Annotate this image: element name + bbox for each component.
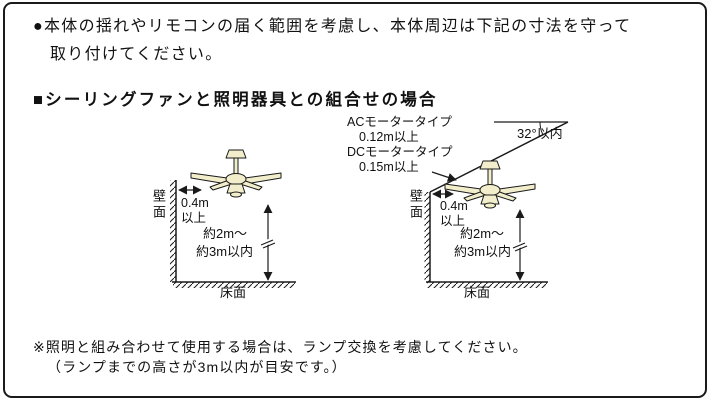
ac-motor-type-label: ACモータータイプ xyxy=(347,115,452,129)
left-height-range-line-2: 約3m以内 xyxy=(196,244,254,259)
motor-note-arrow xyxy=(431,171,457,182)
right-dimension-break-tick-1 xyxy=(512,242,526,249)
intro-line-1-text: 本体の揺れやリモコンの届く範囲を考慮し、本体周辺は下記の寸法を守って xyxy=(43,18,632,35)
left-wall-clearance-suffix: 以上 xyxy=(181,211,207,225)
right-height-range-line-2: 約3m以内 xyxy=(454,244,512,259)
right-wall-hatch xyxy=(424,192,430,282)
right-floor-hatch xyxy=(427,282,547,288)
dc-motor-type-value: 0.15m以上 xyxy=(359,160,419,174)
right-wall-clearance-suffix: 以上 xyxy=(440,214,466,228)
angle-arc xyxy=(539,121,544,136)
diagram-area: 壁面 0.4m 以上 約2m～ 約3m以内 床面 ACモータータイプ 0.12m… xyxy=(0,110,710,322)
dc-motor-type-label: DCモータータイプ xyxy=(347,145,453,159)
footnote: ※照明と組み合わせて使用する場合は、ランプ交換を考慮してください。 （ランプまで… xyxy=(33,337,528,378)
right-wall-label: 壁面 xyxy=(408,189,423,221)
left-floor-label: 床面 xyxy=(220,285,247,300)
left-wall-clearance-value: 0.4m xyxy=(181,196,209,210)
right-diagram-graphics xyxy=(424,121,569,288)
footnote-line-1: ※照明と組み合わせて使用する場合は、ランプ交換を考慮してください。 xyxy=(33,339,528,355)
intro-line-2: 取り付けてください。 xyxy=(50,45,223,63)
left-ceiling-fan-illustration xyxy=(190,149,282,198)
right-dimension-break-tick-2 xyxy=(514,245,528,252)
intro-text: ●本体の揺れやリモコンの届く範囲を考慮し、本体周辺は下記の寸法を守って 取り付け… xyxy=(33,13,631,68)
left-dimension-break-tick-1 xyxy=(260,239,274,246)
footnote-line-2: （ランプまでの高さが3m以内が目安です。） xyxy=(47,359,347,376)
left-height-range-line-1: 約2m～ xyxy=(203,226,248,241)
section-title: シーリングファンと照明器具との組合せの場合 xyxy=(45,91,438,109)
bullet-icon: ● xyxy=(33,18,44,35)
left-wall-label: 壁面 xyxy=(151,189,166,221)
intro-line-1: ●本体の揺れやリモコンの届く範囲を考慮し、本体周辺は下記の寸法を守って xyxy=(33,13,631,41)
right-height-range-line-1: 約2m～ xyxy=(460,226,505,241)
right-wall-clearance-value: 0.4m xyxy=(440,199,468,213)
left-diagram-graphics xyxy=(170,149,296,288)
left-floor-hatch xyxy=(173,282,295,288)
left-wall-hatch xyxy=(170,180,176,282)
section-heading: ■シーリングファンと照明器具との組合せの場合 xyxy=(33,86,438,110)
right-floor-label: 床面 xyxy=(464,285,491,300)
square-marker-icon: ■ xyxy=(33,91,46,109)
left-dimension-break-tick-2 xyxy=(262,242,276,249)
ceiling-angle-label: 32°以内 xyxy=(517,126,563,141)
ac-motor-type-value: 0.12m以上 xyxy=(359,130,419,144)
installation-diagram xyxy=(170,121,569,288)
